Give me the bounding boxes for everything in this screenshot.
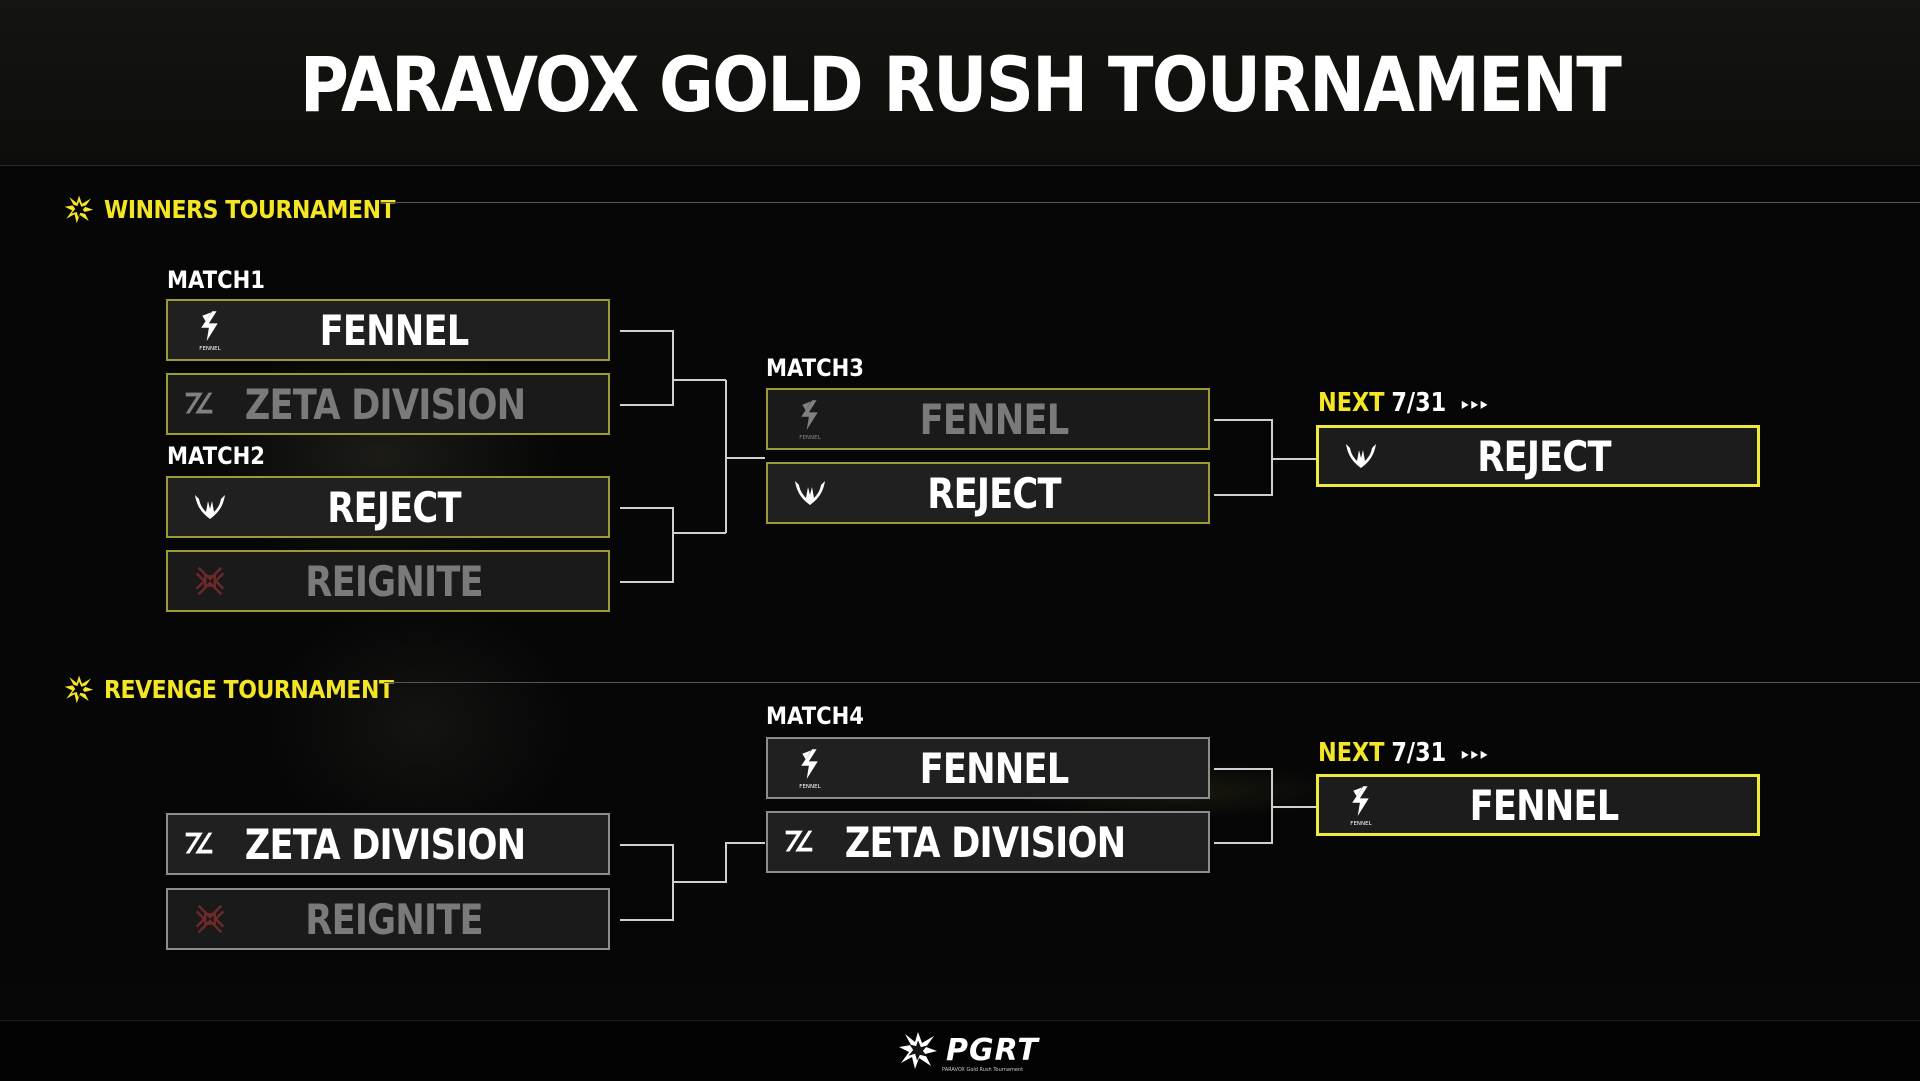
section-divider bbox=[380, 202, 1920, 203]
bracket-connector bbox=[620, 330, 674, 406]
team-card-fennel[interactable]: FENNEL bbox=[166, 299, 610, 361]
team-name: FENNEL bbox=[919, 743, 1070, 793]
team-card-zeta-division[interactable]: ZETA DIVISION bbox=[766, 811, 1210, 873]
team-name: REIGNITE bbox=[305, 556, 483, 606]
zeta-logo-icon bbox=[180, 375, 218, 433]
fennel-logo-icon bbox=[780, 739, 840, 797]
page-title: PARAVOX GOLD RUSH TOURNAMENT bbox=[299, 40, 1622, 129]
team-card-reject[interactable]: REJECT bbox=[166, 476, 610, 538]
pgrt-brand: PGRT bbox=[946, 1032, 1039, 1068]
revenge-section-header: REVENGE TOURNAMENT bbox=[64, 672, 433, 706]
footer-bar bbox=[0, 1020, 1920, 1081]
pgrt-logo: PGRT PARAVOX Gold Rush Tournament bbox=[898, 1030, 1039, 1073]
section-divider bbox=[384, 682, 1920, 683]
winners-section-header: WINNERS TOURNAMENT bbox=[64, 192, 435, 226]
team-card-zeta-division[interactable]: ZETA DIVISION bbox=[166, 813, 610, 875]
winners-next-label: NEXT 7/31 ▸▸▸ bbox=[1318, 388, 1490, 418]
burst-icon bbox=[898, 1030, 938, 1070]
team-name: FENNEL bbox=[319, 305, 470, 355]
bracket-connector bbox=[1214, 419, 1273, 496]
team-name: REJECT bbox=[327, 482, 461, 532]
bracket-connector bbox=[673, 842, 765, 883]
arrow-icon: ▸▸▸ bbox=[1461, 743, 1491, 763]
team-name: REJECT bbox=[1477, 431, 1611, 481]
team-name: ZETA DIVISION bbox=[844, 817, 1126, 867]
bracket-connector bbox=[1214, 768, 1273, 844]
fennel-logo-icon bbox=[1331, 777, 1391, 833]
reject-logo-icon bbox=[1331, 428, 1391, 484]
winners-section-label: WINNERS TOURNAMENT bbox=[104, 194, 396, 224]
next-team-card-reject[interactable]: REJECT bbox=[1316, 425, 1760, 487]
revenge-next-label: NEXT 7/31 ▸▸▸ bbox=[1318, 738, 1490, 768]
team-name: FENNEL bbox=[1469, 780, 1620, 830]
reignite-logo-icon bbox=[180, 552, 240, 610]
team-name: REJECT bbox=[927, 468, 1061, 518]
reject-logo-icon bbox=[180, 478, 240, 536]
reject-logo-icon bbox=[780, 464, 840, 522]
team-name: ZETA DIVISION bbox=[244, 379, 526, 429]
header-bar bbox=[0, 0, 1920, 166]
fennel-logo-icon bbox=[780, 390, 840, 448]
team-card-reject[interactable]: REJECT bbox=[766, 462, 1210, 524]
zeta-logo-icon bbox=[180, 815, 218, 873]
next-word: NEXT bbox=[1318, 388, 1385, 418]
next-word: NEXT bbox=[1318, 738, 1385, 768]
bracket-connector bbox=[620, 844, 674, 921]
match2-label: MATCH2 bbox=[167, 442, 266, 470]
match4-label: MATCH4 bbox=[766, 702, 865, 730]
team-card-zeta-division[interactable]: ZETA DIVISION bbox=[166, 373, 610, 435]
team-card-fennel[interactable]: FENNEL bbox=[766, 737, 1210, 799]
next-date: 7/31 bbox=[1391, 738, 1447, 768]
arrow-icon: ▸▸▸ bbox=[1461, 393, 1491, 413]
next-team-card-fennel[interactable]: FENNEL bbox=[1316, 774, 1760, 836]
pgrt-subtitle: PARAVOX Gold Rush Tournament bbox=[942, 1067, 1024, 1073]
team-name: ZETA DIVISION bbox=[244, 819, 526, 869]
revenge-section-label: REVENGE TOURNAMENT bbox=[104, 674, 394, 704]
team-name: FENNEL bbox=[919, 394, 1070, 444]
bracket-connector bbox=[620, 507, 674, 583]
fennel-logo-icon bbox=[180, 301, 240, 359]
match1-label: MATCH1 bbox=[167, 266, 266, 294]
zeta-logo-icon bbox=[780, 813, 818, 871]
team-name: REIGNITE bbox=[305, 894, 483, 944]
team-card-reignite[interactable]: REIGNITE bbox=[166, 888, 610, 950]
team-card-fennel[interactable]: FENNEL bbox=[766, 388, 1210, 450]
match3-label: MATCH3 bbox=[766, 354, 865, 382]
next-date: 7/31 bbox=[1391, 388, 1447, 418]
team-card-reignite[interactable]: REIGNITE bbox=[166, 550, 610, 612]
reignite-logo-icon bbox=[180, 890, 240, 948]
